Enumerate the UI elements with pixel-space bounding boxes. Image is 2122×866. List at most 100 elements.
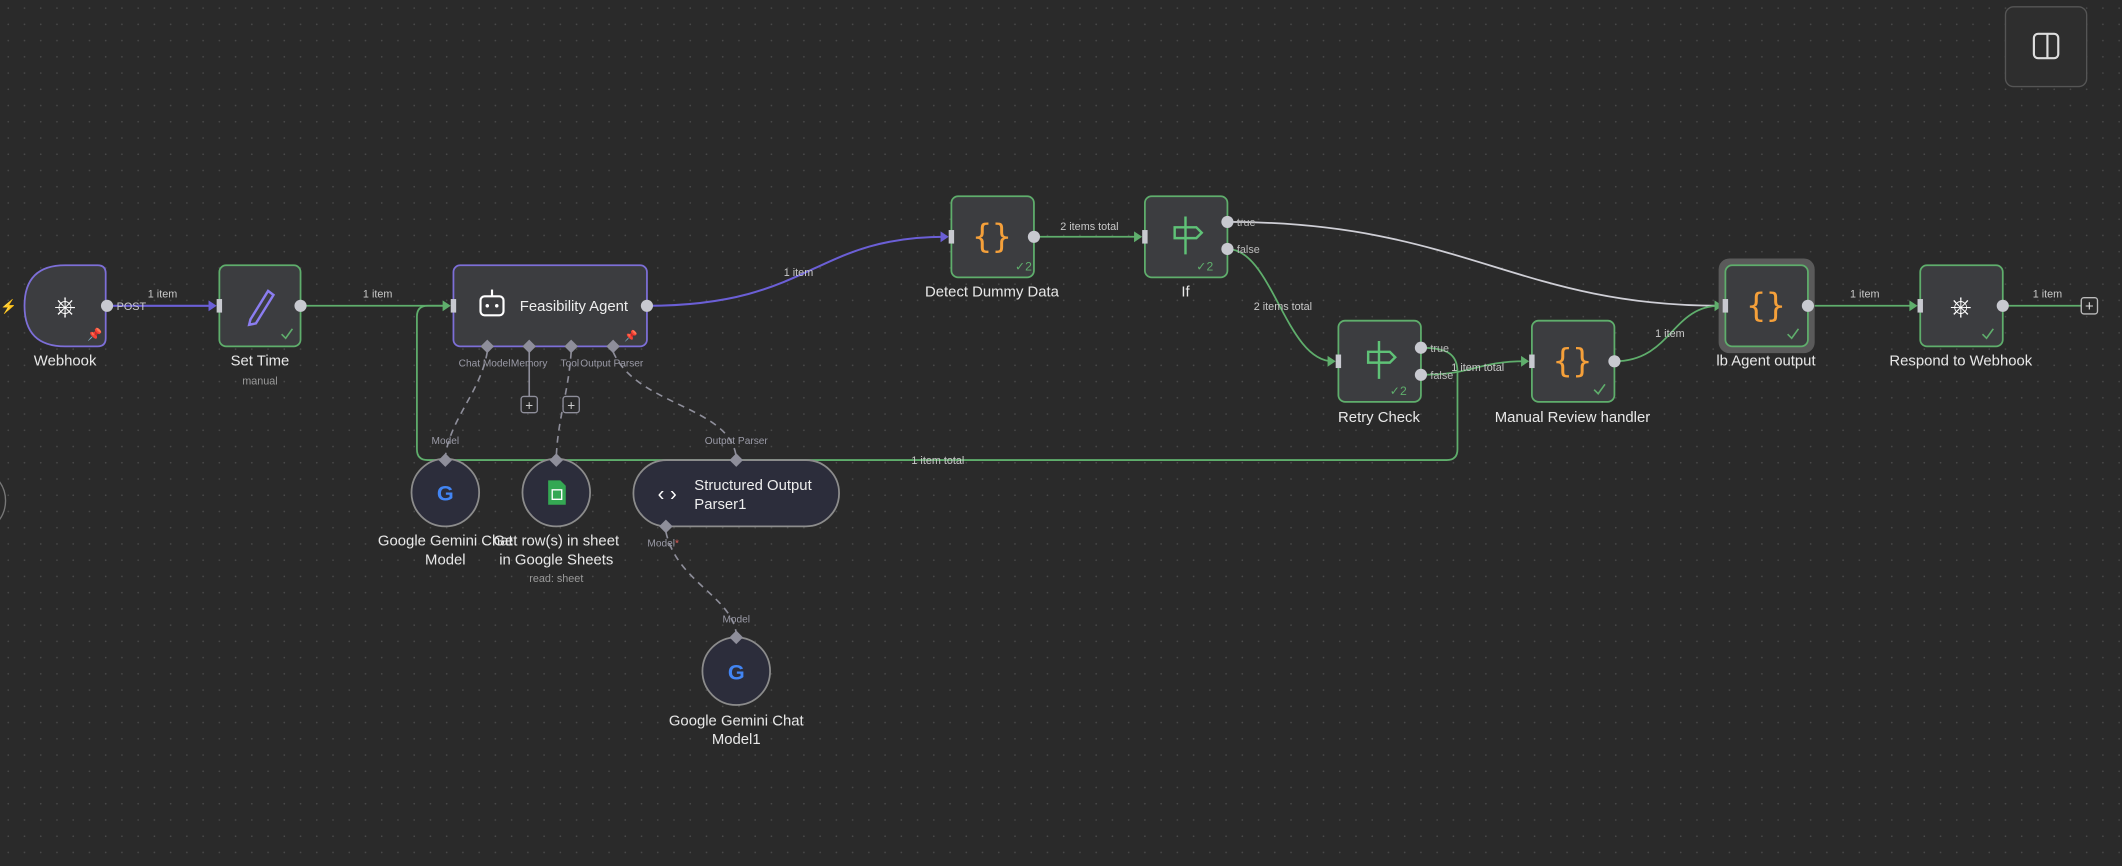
edge-label: 1 item — [2033, 289, 2062, 301]
edge-label: 1 item total — [1451, 362, 1504, 374]
code-braces-icon: {} — [972, 218, 1011, 256]
input-port[interactable] — [948, 230, 955, 244]
google-sheets-icon — [548, 480, 566, 505]
connection-outputparser[interactable] — [612, 351, 738, 458]
svg-text:+: + — [525, 398, 533, 413]
output-port-true[interactable] — [1221, 215, 1234, 229]
connection-manual-lb[interactable]: 1 item — [1614, 300, 1723, 363]
handle-tool[interactable]: Tool — [561, 339, 580, 370]
edge-label: 1 item — [148, 289, 177, 301]
connection-if-false-retry[interactable]: 2 items total — [1227, 248, 1336, 367]
handle-output-parser[interactable]: Output Parser — [580, 339, 644, 370]
input-port[interactable] — [450, 299, 457, 313]
false-label: false — [1430, 370, 1453, 382]
node-subtitle: manual — [242, 375, 277, 387]
connection-retry-false-manual[interactable]: 1 item total — [1420, 355, 1530, 376]
svg-text:+: + — [2085, 299, 2094, 315]
handle-label: Output Parser — [705, 436, 769, 447]
success-check-icon — [281, 328, 294, 340]
success-check-icon — [1593, 383, 1606, 396]
output-port[interactable] — [1801, 299, 1815, 312]
input-port[interactable] — [1529, 354, 1535, 369]
model-handle[interactable] — [659, 519, 673, 534]
node-label: Retry Check — [1338, 410, 1420, 426]
signpost-icon — [1173, 216, 1204, 255]
toggle-panel-button[interactable] — [2004, 6, 2088, 88]
input-port[interactable] — [1917, 299, 1923, 313]
add-tool-button[interactable]: + — [562, 395, 580, 414]
output-port-false[interactable] — [1221, 242, 1234, 256]
node-structured-output-parser[interactable]: Output Parser ‹ › Structured Output Pars… — [632, 436, 840, 550]
webhook-icon: ⎈ — [1950, 291, 1972, 321]
google-icon: G — [437, 481, 454, 506]
node-set-time[interactable]: Set Time manual — [216, 264, 307, 387]
node-label: Feasibility Agent — [520, 299, 629, 315]
output-port-true[interactable] — [1414, 341, 1428, 354]
offscreen-node[interactable] — [0, 468, 7, 533]
handle-memory[interactable]: Memory — [511, 339, 549, 370]
node-label: Google Gemini Chat — [378, 533, 514, 549]
node-retry-check[interactable]: ✓2 true false Retry Check — [1335, 319, 1454, 426]
node-webhook[interactable]: ⎈ 📌 Webhook — [23, 264, 114, 369]
input-port[interactable] — [1722, 299, 1729, 313]
google-icon: G — [728, 659, 745, 684]
code-braces-icon: {} — [1553, 342, 1592, 380]
node-respond-to-webhook[interactable]: ⎈ Respond to Webhook — [1889, 264, 2033, 369]
node-manual-review-handler[interactable]: {} Manual Review handler — [1495, 319, 1650, 426]
connection-lb-respond[interactable]: 1 item — [1807, 289, 1918, 312]
node-label: lb Agent output — [1716, 353, 1816, 369]
node-lb-agent-output[interactable]: {} lb Agent output — [1716, 258, 1816, 369]
code-braces-icon: {} — [1746, 287, 1785, 325]
connection-webhook-settime[interactable]: POST 1 item — [108, 289, 217, 313]
add-node-button[interactable]: + — [2080, 297, 2099, 316]
true-label: true — [1237, 217, 1256, 229]
output-handle[interactable] — [549, 453, 564, 467]
input-port[interactable] — [1335, 354, 1342, 369]
output-port[interactable] — [294, 299, 307, 312]
add-memory-button[interactable]: + — [520, 395, 539, 414]
edge-label: 1 item — [1655, 328, 1684, 340]
code-brackets-icon: ‹ › — [658, 484, 677, 506]
node-label: Get row(s) in sheet — [493, 533, 620, 549]
node-google-gemini-chat-model1[interactable]: Model G Google Gemini Chat Model1 — [669, 614, 805, 748]
output-port[interactable] — [1608, 355, 1621, 368]
connection-chatmodel[interactable] — [444, 351, 489, 458]
output-port-false[interactable] — [1414, 368, 1428, 381]
node-google-gemini-chat-model[interactable]: Model G Google Gemini Chat Model — [378, 436, 514, 568]
output-handle[interactable] — [438, 453, 453, 467]
node-subtitle: read: sheet — [529, 573, 583, 585]
node-if[interactable]: ✓2 true false If — [1142, 195, 1260, 300]
output-handle[interactable] — [729, 453, 744, 467]
node-label: Detect Dummy Data — [925, 284, 1060, 300]
output-port[interactable] — [1996, 299, 2009, 312]
connection-detect-if[interactable]: 2 items total — [1033, 221, 1143, 243]
connection-agent-detect[interactable]: 1 item — [646, 231, 949, 307]
input-port[interactable] — [216, 299, 223, 313]
node-label: Google Gemini Chat — [669, 713, 805, 729]
connection-if-true-lb[interactable] — [1227, 221, 1720, 307]
node-label: Manual Review handler — [1495, 410, 1650, 426]
svg-text:Output Parser: Output Parser — [580, 359, 644, 370]
connection-respond-end[interactable]: 1 item — [2002, 289, 2082, 307]
output-port[interactable] — [640, 299, 654, 312]
output-port[interactable] — [1027, 230, 1041, 243]
svg-text:Chat Model: Chat Model — [459, 359, 511, 370]
run-count: ✓2 — [1015, 260, 1032, 274]
connection-parser-model[interactable] — [665, 531, 738, 634]
node-label: Respond to Webhook — [1889, 353, 2032, 369]
node-get-rows-google-sheets[interactable]: Get row(s) in sheet in Google Sheets rea… — [493, 453, 620, 585]
node-detect-dummy-data[interactable]: {} ✓2 Detect Dummy Data — [925, 195, 1060, 300]
output-port[interactable] — [100, 299, 114, 312]
input-port[interactable] — [1142, 230, 1148, 244]
pencil-icon — [247, 289, 276, 327]
node-feasibility-agent[interactable]: Feasibility Agent 📌 Chat Model Memory To… — [450, 264, 654, 370]
output-handle[interactable] — [729, 630, 744, 645]
pin-icon: 📌 — [624, 329, 638, 343]
svg-text:Memory: Memory — [511, 359, 549, 370]
connection-retry-true-agent[interactable]: 1 item total — [416, 304, 1459, 467]
svg-text:+: + — [567, 398, 575, 413]
model-handle-label: Model* — [647, 539, 679, 550]
handle-chat-model[interactable]: Chat Model — [459, 339, 511, 370]
node-label-line2: Model1 — [712, 732, 761, 748]
